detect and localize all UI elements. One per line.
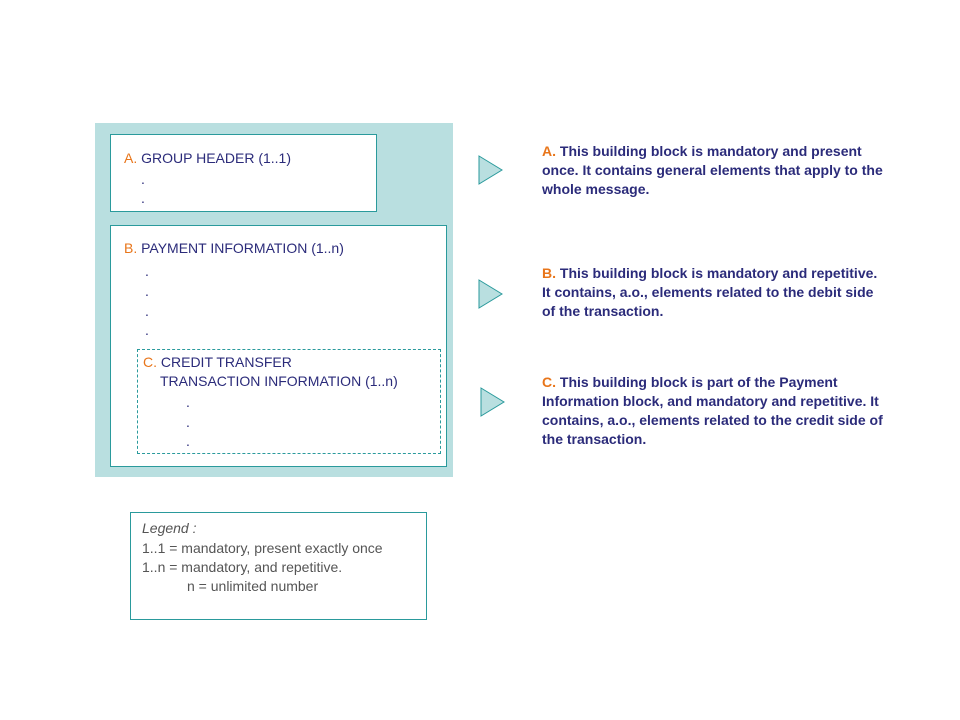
block-b-letter: B.: [124, 240, 138, 256]
description-b-text: This building block is mandatory and rep…: [542, 265, 878, 319]
block-c-title-line2: TRANSACTION INFORMATION (1..n): [160, 373, 398, 389]
payment-information-title: B. PAYMENT INFORMATION (1..n): [124, 239, 344, 258]
block-a-dot: .: [141, 190, 145, 206]
block-c-title-line1: CREDIT TRANSFER: [160, 354, 292, 370]
credit-transfer-transaction-block: [137, 349, 441, 454]
description-c: C. This building block is part of the Pa…: [542, 373, 887, 449]
block-b-title: PAYMENT INFORMATION (1..n): [141, 240, 344, 256]
block-b-dot: .: [145, 303, 149, 319]
block-b-dot: .: [145, 322, 149, 338]
description-a-letter: A.: [542, 143, 556, 159]
block-c-dot: .: [186, 394, 190, 410]
description-a: A. This building block is mandatory and …: [542, 142, 887, 199]
legend-box: Legend : 1..1 = mandatory, present exact…: [130, 512, 427, 620]
block-a-dot: .: [141, 171, 145, 187]
legend-line-2: 1..n = mandatory, and repetitive.: [142, 559, 343, 575]
block-c-letter: C.: [143, 354, 157, 370]
legend-title: Legend :: [142, 520, 197, 536]
block-a-letter: A.: [124, 150, 138, 166]
description-a-text: This building block is mandatory and pre…: [542, 143, 883, 197]
arrow-a-icon: [478, 155, 503, 185]
description-c-text: This building block is part of the Payme…: [542, 374, 887, 447]
legend-line-1: 1..1 = mandatory, present exactly once: [142, 540, 383, 556]
description-b: B. This building block is mandatory and …: [542, 264, 887, 321]
block-b-dot: .: [145, 283, 149, 299]
block-b-dot: .: [145, 263, 149, 279]
credit-transfer-title-line1: C. CREDIT TRANSFER: [143, 353, 292, 372]
group-header-block: [110, 134, 377, 212]
arrow-c-icon: [480, 387, 505, 417]
legend-line-3: n = unlimited number: [187, 578, 319, 594]
block-c-dot: .: [186, 414, 190, 430]
block-a-title: GROUP HEADER (1..1): [141, 150, 292, 166]
arrow-b-icon: [478, 279, 503, 309]
description-c-letter: C.: [542, 374, 556, 390]
description-b-letter: B.: [542, 265, 556, 281]
group-header-title: A. GROUP HEADER (1..1): [124, 149, 291, 168]
block-c-dot: .: [186, 433, 190, 449]
